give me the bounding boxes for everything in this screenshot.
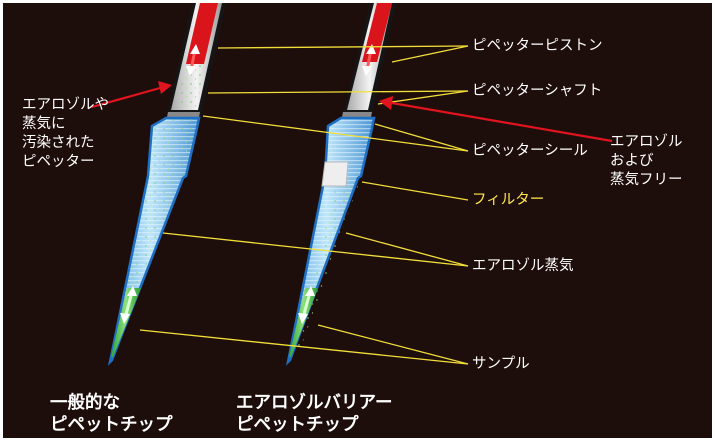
caption-barrier-line-2: ピペットチップ <box>236 415 359 435</box>
leader-lines <box>139 45 469 365</box>
red-arrow-icon <box>186 44 200 76</box>
contaminated-line-3: 汚染された <box>22 135 95 151</box>
caption-standard-line-1: 一般的な <box>50 393 120 413</box>
label-contaminated-pipetter: エアロゾルや 蒸気に 汚染された ピペッター <box>22 96 109 172</box>
caption-barrier-tip: エアロゾルバリアー ピペットチップ <box>236 392 392 436</box>
standard-sample-liquid <box>111 288 141 357</box>
free-line-1: エアロゾル <box>610 134 683 150</box>
label-aerosol-vapor: エアロゾル蒸気 <box>472 258 574 274</box>
barrier-sample-liquid <box>289 288 318 357</box>
free-line-3: 蒸気フリー <box>610 172 683 188</box>
label-shaft: ピペッターシャフト <box>472 83 603 99</box>
caption-standard-line-2: ピペットチップ <box>50 415 173 435</box>
filter-plug <box>321 161 349 187</box>
white-arrow-icon <box>362 44 376 76</box>
barrier-pipette-tip <box>285 3 396 366</box>
label-filter: フィルター <box>472 192 545 208</box>
label-aerosol-free: エアロゾル および 蒸気フリー <box>610 133 683 190</box>
caption-standard-tip: 一般的な ピペットチップ <box>50 392 173 436</box>
contaminated-line-4: ピペッター <box>22 154 95 170</box>
red-pointer-arrows <box>91 81 613 143</box>
contaminated-line-2: 蒸気に <box>22 116 66 132</box>
caption-barrier-line-1: エアロゾルバリアー <box>236 393 393 413</box>
green-arrow-icon <box>120 286 137 324</box>
green-arrow-icon <box>298 286 315 324</box>
label-piston: ピペッターピストン <box>472 38 603 54</box>
label-seal: ピペッターシール <box>472 143 588 159</box>
standard-pipette-tip <box>107 3 226 366</box>
contaminated-line-1: エアロゾルや <box>22 97 109 113</box>
label-sample: サンプル <box>472 356 530 372</box>
free-line-2: および <box>610 153 654 169</box>
